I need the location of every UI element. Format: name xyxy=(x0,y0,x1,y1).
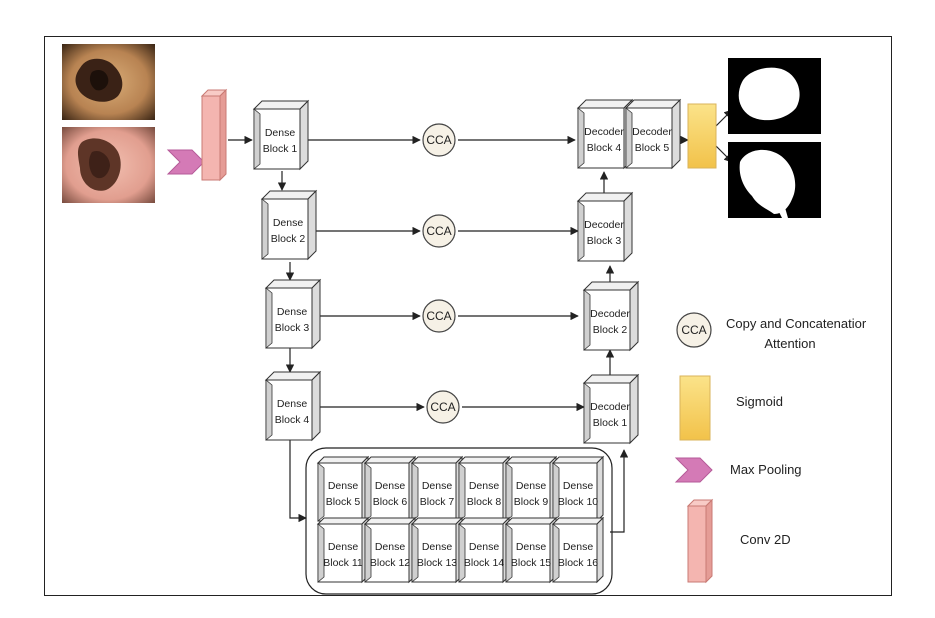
cca-node-label: CCA xyxy=(426,224,451,238)
dense-block-12-label-line1: Dense xyxy=(375,541,406,553)
legend-sigmoid-label: Sigmoid xyxy=(736,394,783,409)
decoder-dec1-label-line2: Block 1 xyxy=(593,417,628,429)
cca-node-label: CCA xyxy=(426,133,451,147)
dense-block-3-label-line2: Block 3 xyxy=(275,322,310,334)
dense-block-9-label-line1: Dense xyxy=(516,480,547,492)
legend-cca-label-line1: Copy and Concatenatior xyxy=(726,316,867,331)
dense-block-12-label-line2: Block 12 xyxy=(370,557,410,569)
sigmoid-bar xyxy=(687,103,717,169)
cca-node-1: CCA xyxy=(422,123,456,157)
legend: CCA Copy and Concatenatior Attention Sig… xyxy=(674,312,867,584)
dense-block-13-label-line2: Block 13 xyxy=(417,557,457,569)
dense-block-5-label-line1: Dense xyxy=(328,480,359,492)
dense-block-10-label-line2: Block 10 xyxy=(558,496,598,508)
legend-cca-symbol: CCA xyxy=(681,323,706,337)
dense-block-6-label-line1: Dense xyxy=(375,480,406,492)
dense-block-1-label-line2: Block 1 xyxy=(263,143,298,155)
dense-block-1-label-line1: Dense xyxy=(265,127,296,139)
cca-node-2: CCA xyxy=(422,214,456,248)
bottleneck-container xyxy=(305,447,613,595)
legend-conv2d-icon xyxy=(686,498,714,584)
dense-block-11-label-line2: Block 11 xyxy=(323,557,363,569)
dense-block-14-label-line2: Block 14 xyxy=(464,557,504,569)
decoder-dec3-label-line1: Decoder xyxy=(584,219,624,231)
dense-block-4-label-line2: Block 4 xyxy=(275,414,310,426)
cca-node-label: CCA xyxy=(430,400,455,414)
output-mask-2 xyxy=(728,142,821,218)
legend-conv2d-label: Conv 2D xyxy=(740,532,791,547)
dense-block-8-label-line2: Block 8 xyxy=(467,496,502,508)
max-pooling-shape xyxy=(166,149,205,175)
dense-block-4-label-line1: Dense xyxy=(277,398,308,410)
cca-node-4: CCA xyxy=(426,390,460,424)
dense-block-15-label-line1: Dense xyxy=(516,541,547,553)
decoder-dec2-label-line2: Block 2 xyxy=(593,324,628,336)
cca-node-label: CCA xyxy=(426,309,451,323)
dense-block-14-label-line1: Dense xyxy=(469,541,500,553)
dense-block-3-label-line1: Dense xyxy=(277,306,308,318)
dense-block-15-label-line2: Block 15 xyxy=(511,557,551,569)
decoder-dec5-label-line1: Decoder xyxy=(632,126,672,138)
legend-max-pooling-label: Max Pooling xyxy=(730,462,802,477)
input-image-1 xyxy=(62,44,155,120)
dense-block-11-label-line1: Dense xyxy=(328,541,359,553)
legend-cca-label-line2: Attention xyxy=(764,336,815,351)
dense-block-7-label-line2: Block 7 xyxy=(420,496,455,508)
decoder-dec4-label-line1: Decoder xyxy=(584,126,624,138)
decoder-dec4-label-line2: Block 4 xyxy=(587,142,622,154)
dense-block-8-label-line1: Dense xyxy=(469,480,500,492)
decoder-dec1-label-line1: Decoder xyxy=(590,401,630,413)
dense-block-5-label-line2: Block 5 xyxy=(326,496,361,508)
dense-block-13-label-line1: Dense xyxy=(422,541,453,553)
dense-block-6-label-line2: Block 6 xyxy=(373,496,408,508)
legend-cca-icon xyxy=(676,312,712,348)
input-image-2 xyxy=(62,127,155,203)
diagram-frame xyxy=(44,36,892,596)
dense-block-2-label-line2: Block 2 xyxy=(271,233,306,245)
conv2d-shape xyxy=(200,88,228,182)
dense-block-2-label-line1: Dense xyxy=(273,217,304,229)
legend-max-pooling-icon xyxy=(674,457,713,483)
dense-block-10-label-line1: Dense xyxy=(563,480,594,492)
output-mask-1 xyxy=(728,58,821,134)
decoder-dec5-label-line2: Block 5 xyxy=(635,142,670,154)
dense-block-9-label-line2: Block 9 xyxy=(514,496,549,508)
legend-sigmoid-icon xyxy=(679,375,711,441)
decoder-dec2-label-line1: Decoder xyxy=(590,308,630,320)
connector-arrows xyxy=(228,109,733,533)
cca-node-3: CCA xyxy=(422,299,456,333)
dense-block-7-label-line1: Dense xyxy=(422,480,453,492)
dense-block-16-label-line1: Dense xyxy=(563,541,594,553)
dense-block-16-label-line2: Block 16 xyxy=(558,557,598,569)
decoder-dec3-label-line2: Block 3 xyxy=(587,235,622,247)
